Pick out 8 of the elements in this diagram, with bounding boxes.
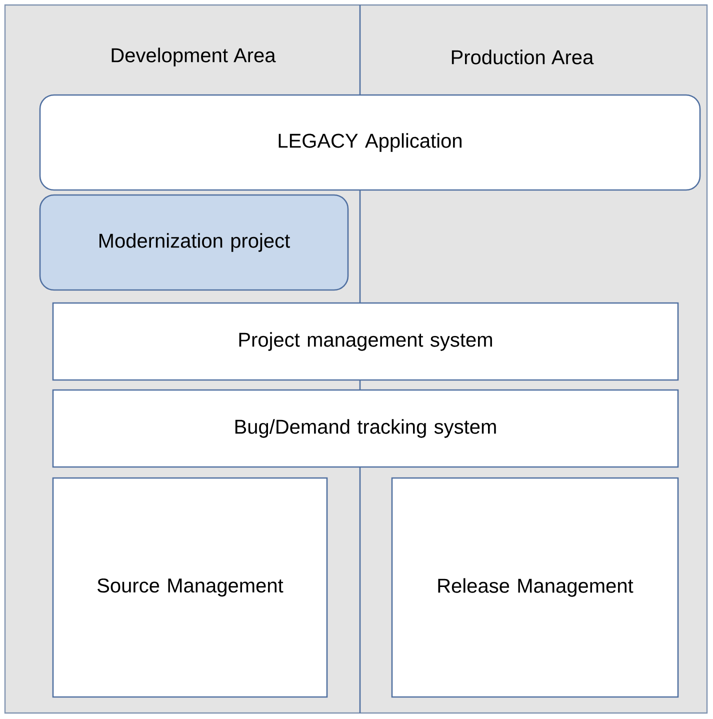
project-box: Modernization project [39,194,349,291]
management-box: Source Management [52,477,328,698]
area-heading: Production Area [452,50,594,64]
area-heading: Development Area [112,48,276,66]
management-box: Release Management [391,477,679,698]
legacy-box: LEGACY Application [39,94,701,191]
system-box: Project management system [52,302,679,381]
system-box: Bug/Demand tracking system [52,389,679,468]
